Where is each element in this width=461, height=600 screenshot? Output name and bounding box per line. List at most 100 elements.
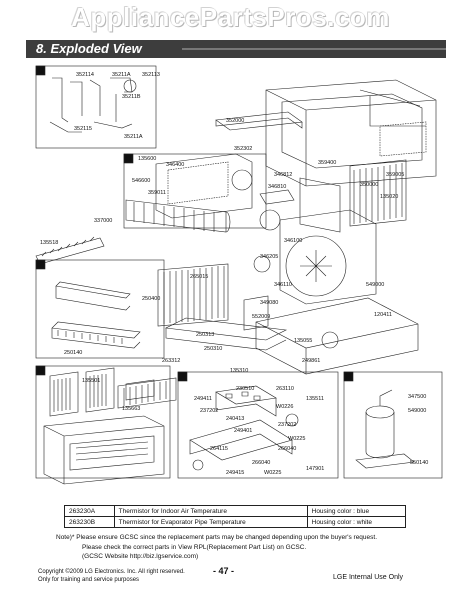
- part-number-label: 546600: [132, 178, 150, 184]
- thermistor-code: 263230B: [64, 516, 115, 528]
- part-number-label: 352000: [226, 118, 244, 124]
- group-d-box: D: [123, 153, 267, 229]
- thermistor-desc: Thermistor for Indoor Air Temperature: [113, 505, 308, 517]
- part-number-label: 337000: [94, 218, 112, 224]
- part-number-label: 250140: [64, 350, 82, 356]
- group-e-box: E: [35, 365, 171, 485]
- thermistor-code: 263230A: [64, 505, 115, 517]
- part-number-label: 230510: [236, 386, 254, 392]
- table-row: 263230B Thermistor for Evaporator Pipe T…: [64, 516, 407, 528]
- group-b-box: B: [343, 371, 443, 479]
- footer-copyright: Copyright ©2009 LG Electronics. Inc. All…: [38, 568, 185, 584]
- group-c-box: C: [35, 65, 157, 149]
- internal-use-label: LGE Internal Use Only: [333, 574, 404, 581]
- part-number-label: 346205: [260, 254, 278, 260]
- part-labels: 352114 35211A 352113 35211B 352115 35211…: [40, 72, 428, 476]
- part-number-label: 249411: [194, 396, 212, 402]
- exploded-view-diagram: C D: [30, 60, 446, 492]
- part-number-label: 250310: [204, 346, 222, 352]
- part-number-label: 266040: [252, 460, 270, 466]
- note-line-3: (GCSC Website http://biz.lgservice.com): [82, 553, 199, 560]
- page-number: - 47 -: [213, 566, 235, 576]
- group-label-f: F: [38, 262, 43, 269]
- part-number-label: 237202: [200, 408, 218, 414]
- part-number-label: 35211B: [122, 94, 141, 100]
- note-line-2: Please check the correct parts in View R…: [82, 543, 307, 551]
- part-number-label: 135518: [40, 240, 58, 246]
- grille-panel: [117, 377, 177, 409]
- part-number-label: 237202: [278, 422, 296, 428]
- thermistor-color: Housing color : blue: [306, 505, 407, 517]
- motor-assembly: [259, 177, 341, 233]
- group-label-c: C: [38, 68, 43, 75]
- part-number-label: 359005: [386, 172, 404, 178]
- part-number-label: 352113: [142, 72, 160, 78]
- training-text: Only for training and service purposes: [38, 577, 140, 583]
- outer-case: [265, 79, 437, 187]
- part-number-label: 349080: [260, 300, 278, 306]
- part-number-label: 250313: [196, 332, 214, 338]
- group-f-box: F: [35, 259, 165, 359]
- part-number-label: 549000: [366, 282, 384, 288]
- group-a-box: A: [177, 371, 339, 479]
- part-number-label: 249401: [234, 428, 252, 434]
- table-row: 263230A Thermistor for Indoor Air Temper…: [64, 505, 407, 517]
- part-number-label: 264115: [210, 446, 228, 452]
- part-number-label: 352115: [74, 126, 92, 132]
- part-number-label: 346810: [268, 184, 286, 190]
- part-number-label: 35211A: [124, 134, 143, 140]
- part-number-label: 135600: [138, 156, 156, 162]
- thermistor-desc: Thermistor for Evaporator Pipe Temperatu…: [113, 516, 308, 528]
- part-number-label: 120411: [374, 312, 392, 318]
- part-number-label: W0225: [264, 470, 281, 476]
- base-pan: [255, 297, 419, 375]
- control-box: [164, 295, 288, 351]
- part-number-label: 135310: [230, 368, 248, 374]
- part-number-label: 249415: [226, 470, 244, 476]
- part-number-label: 346110: [274, 282, 292, 288]
- part-number-label: 135511: [306, 396, 324, 402]
- copyright-text: Copyright ©2009 LG Electronics. Inc. All…: [38, 569, 185, 575]
- part-number-label: 359011: [148, 190, 166, 196]
- group-label-b: B: [346, 374, 351, 381]
- part-number-label: 35211A: [112, 72, 131, 78]
- notes-block: Note)* Please ensure GCSC since the repl…: [56, 533, 436, 562]
- section-header: 8. Exploded View: [26, 40, 446, 58]
- part-number-label: 263312: [162, 358, 180, 364]
- thermistor-table: 263230A Thermistor for Indoor Air Temper…: [64, 505, 407, 528]
- part-number-label: 346400: [166, 162, 184, 168]
- part-number-label: 552009: [252, 314, 270, 320]
- part-number-label: 250400: [142, 296, 160, 302]
- part-number-label: 350000: [360, 182, 378, 188]
- group-label-e: E: [38, 368, 43, 375]
- part-number-label: 135020: [380, 194, 398, 200]
- part-number-label: 265015: [190, 274, 208, 280]
- header-rule: [182, 48, 446, 50]
- part-number-label: 549000: [408, 408, 426, 414]
- part-number-label: 346812: [274, 172, 292, 178]
- part-number-label: 263110: [276, 386, 294, 392]
- part-number-label: W0226: [276, 404, 293, 410]
- thermistor-color: Housing color : white: [306, 516, 407, 528]
- part-number-label: 550140: [410, 460, 428, 466]
- group-label-d: D: [126, 156, 131, 163]
- part-number-label: 135501: [82, 378, 100, 384]
- top-cover: [215, 111, 303, 131]
- part-number-label: W0225: [288, 436, 305, 442]
- part-number-label: 266040: [278, 446, 296, 452]
- part-number-label: 135663: [122, 406, 140, 412]
- blower-wheel: [125, 199, 231, 233]
- part-number-label: 347500: [408, 394, 426, 400]
- part-number-label: 240413: [226, 416, 244, 422]
- part-number-label: 352302: [234, 146, 252, 152]
- note-line-1: Note)* Please ensure GCSC since the repl…: [56, 534, 378, 541]
- part-number-label: 346100: [284, 238, 302, 244]
- group-label-a: A: [180, 374, 185, 381]
- condenser-coil: [349, 159, 407, 227]
- part-number-label: 135055: [294, 338, 312, 344]
- part-number-label: 249861: [302, 358, 320, 364]
- section-title: 8. Exploded View: [36, 41, 142, 56]
- watermark-logo: AppliancePartsPros.com: [71, 2, 390, 32]
- part-number-label: 352114: [76, 72, 94, 78]
- part-number-label: 359400: [318, 160, 336, 166]
